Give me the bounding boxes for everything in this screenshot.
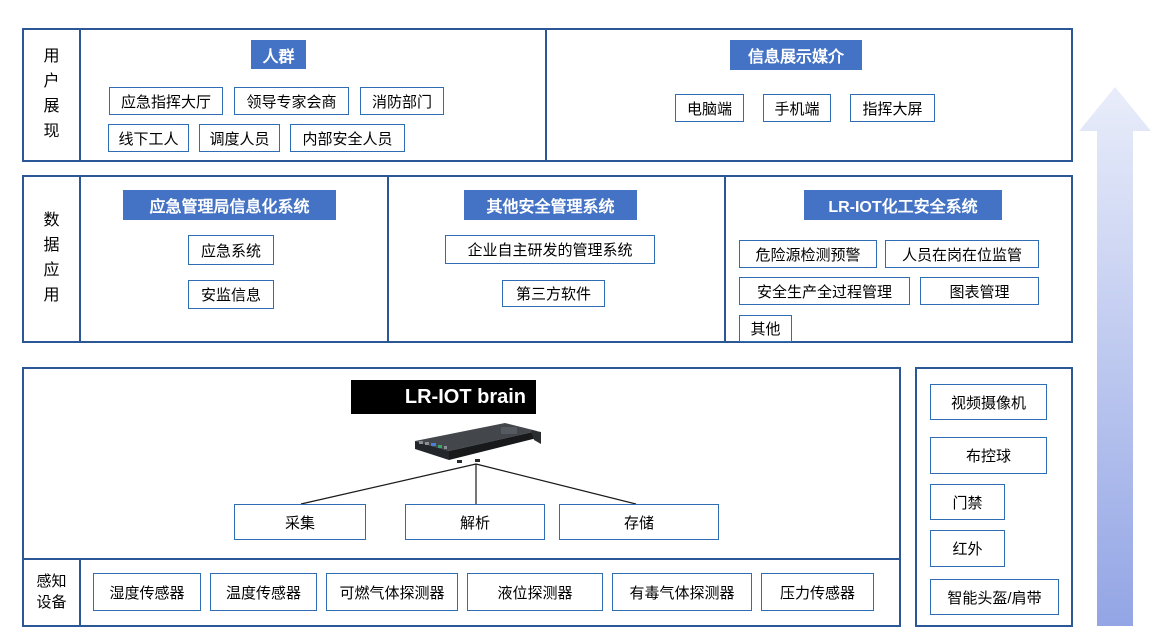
lr-iot-row-3: 其他 bbox=[739, 315, 792, 342]
devices-panel: 视频摄像机 布控球 门禁 红外 智能头盔/肩带 bbox=[915, 367, 1073, 627]
device-box: 布控球 bbox=[930, 437, 1047, 474]
section-label: 感知设备 bbox=[36, 573, 67, 611]
media-items-row: 电脑端 手机端 指挥大屏 bbox=[675, 94, 935, 122]
crowd-row-1: 应急指挥大厅 领导专家会商 消防部门 bbox=[109, 87, 444, 115]
diagram-box: 第三方软件 bbox=[502, 280, 605, 307]
diagram-box: 图表管理 bbox=[920, 277, 1039, 305]
section-label: 数据应用 bbox=[43, 212, 60, 304]
diagram-box: 其他 bbox=[739, 315, 792, 342]
function-box: 采集 bbox=[234, 504, 366, 540]
diagram-box: 内部安全人员 bbox=[290, 124, 405, 152]
other-safety-systems-header: 其他安全管理系统 bbox=[464, 190, 637, 220]
sensor-box: 可燃气体探测器 bbox=[326, 573, 458, 611]
diagram-box: 线下工人 bbox=[108, 124, 189, 152]
user-presentation-label-column: 用户展现 bbox=[24, 30, 81, 160]
crowd-row-2: 线下工人 调度人员 内部安全人员 bbox=[108, 124, 405, 152]
function-box: 解析 bbox=[405, 504, 545, 540]
diagram-box: 应急系统 bbox=[188, 235, 274, 265]
emergency-bureau-header: 应急管理局信息化系统 bbox=[123, 190, 336, 220]
diagram-box: 企业自主研发的管理系统 bbox=[445, 235, 655, 264]
diagram-box: 人员在岗在位监管 bbox=[885, 240, 1039, 268]
diagram-box: 调度人员 bbox=[199, 124, 280, 152]
diagram-box: 领导专家会商 bbox=[234, 87, 349, 115]
lr-iot-row-2: 安全生产全过程管理 图表管理 bbox=[739, 277, 1039, 305]
diagram-box: 危险源检测预警 bbox=[739, 240, 877, 268]
diagram-box: 安全生产全过程管理 bbox=[739, 277, 910, 305]
sensor-box: 压力传感器 bbox=[761, 573, 874, 611]
sensor-box: 湿度传感器 bbox=[93, 573, 201, 611]
sensor-label-column: 感知设备 bbox=[24, 560, 81, 625]
platform-section: LR-IOT brain 采集 解析 存储 感知设备 湿度传感器 bbox=[22, 367, 901, 627]
col1-col2-divider bbox=[387, 177, 389, 341]
diagram-box: 应急指挥大厅 bbox=[109, 87, 223, 115]
lr-iot-system-header: LR-IOT化工安全系统 bbox=[804, 190, 1002, 220]
data-application-label-column: 数据应用 bbox=[24, 177, 81, 341]
brain-title-box: LR-IOT brain bbox=[351, 380, 536, 414]
device-box: 视频摄像机 bbox=[930, 384, 1047, 420]
server-image bbox=[415, 423, 541, 463]
sensor-boxes: 湿度传感器 温度传感器 可燃气体探测器 液位探测器 有毒气体探测器 压力传感器 bbox=[93, 573, 874, 611]
function-box: 存储 bbox=[559, 504, 719, 540]
lr-iot-row-1: 危险源检测预警 人员在岗在位监管 bbox=[739, 240, 1039, 268]
device-box: 红外 bbox=[930, 530, 1005, 567]
sensor-box: 温度传感器 bbox=[210, 573, 317, 611]
diagram-box: 电脑端 bbox=[675, 94, 744, 122]
section-label: 用户展现 bbox=[43, 48, 60, 140]
diagram-box: 消防部门 bbox=[360, 87, 444, 115]
device-box: 门禁 bbox=[930, 484, 1005, 520]
col2-col3-divider bbox=[724, 177, 726, 341]
sensor-row: 感知设备 湿度传感器 温度传感器 可燃气体探测器 液位探测器 有毒气体探测器 压… bbox=[24, 558, 899, 625]
user-presentation-section: 用户展现 人群 应急指挥大厅 领导专家会商 消防部门 线下工人 调度人员 内部安… bbox=[22, 28, 1073, 162]
sensor-box: 液位探测器 bbox=[467, 573, 603, 611]
diagram-box: 手机端 bbox=[763, 94, 831, 122]
sensor-box: 有毒气体探测器 bbox=[612, 573, 752, 611]
diagram-box: 指挥大屏 bbox=[850, 94, 935, 122]
crowd-header: 人群 bbox=[251, 40, 306, 69]
crowd-media-divider bbox=[545, 30, 547, 160]
media-header: 信息展示媒介 bbox=[730, 40, 862, 70]
device-box: 智能头盔/肩带 bbox=[930, 579, 1059, 615]
up-arrow bbox=[1079, 87, 1151, 626]
connector-lines bbox=[300, 463, 637, 505]
data-application-section: 数据应用 应急管理局信息化系统 应急系统 安监信息 其他安全管理系统 企业自主研… bbox=[22, 175, 1073, 343]
diagram-box: 安监信息 bbox=[188, 280, 274, 309]
